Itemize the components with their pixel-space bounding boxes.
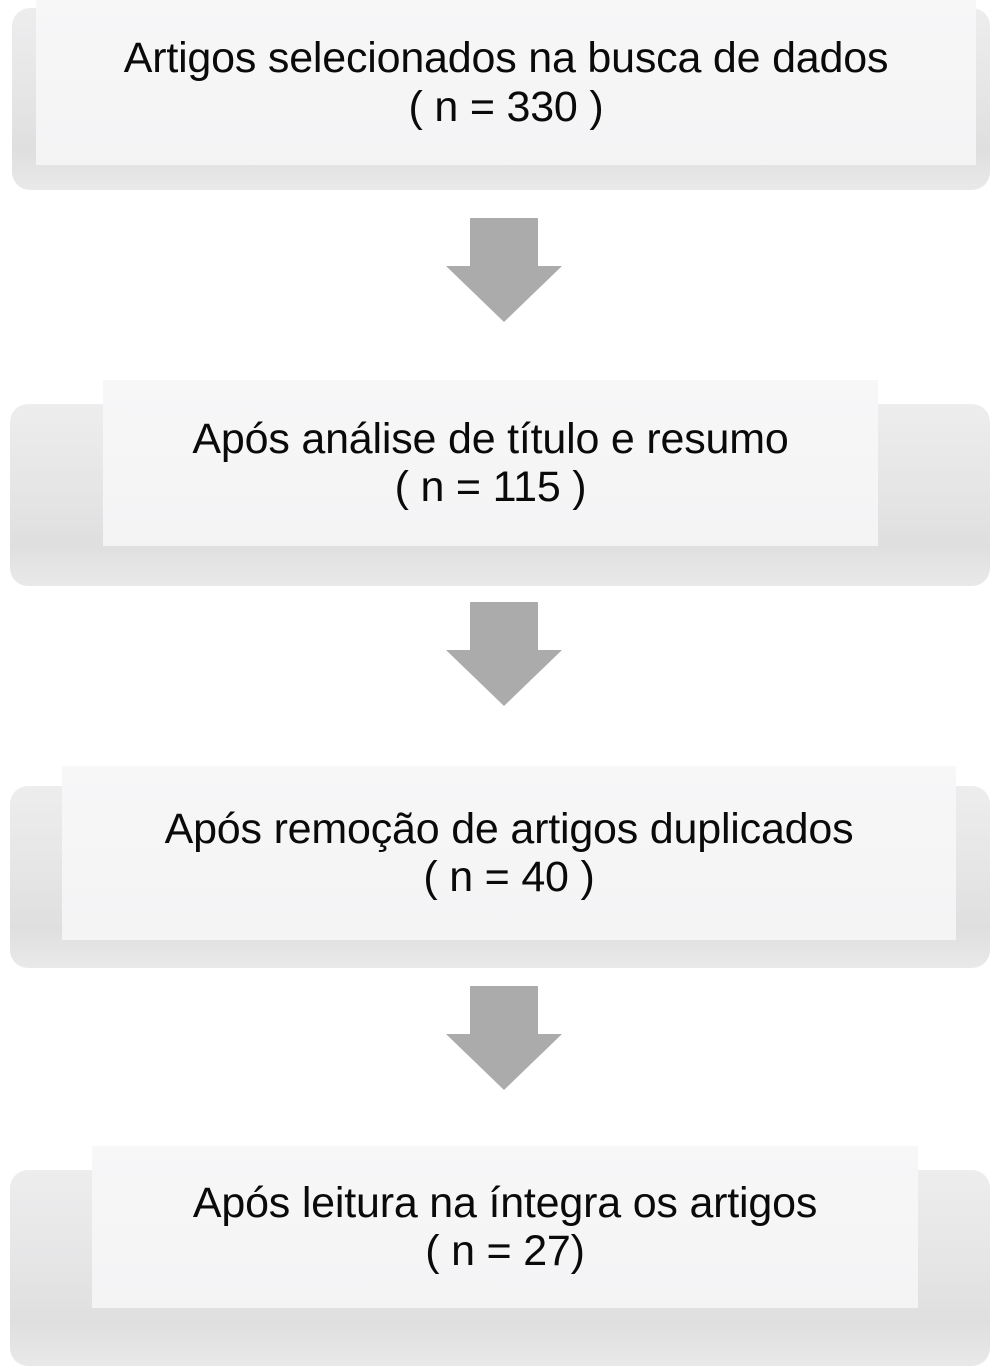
stage-4-panel: Após leitura na íntegra os artigos ( n =… — [92, 1146, 918, 1308]
arrow-down-icon-1 — [446, 218, 562, 322]
stage-3-label: Após remoção de artigos duplicados — [164, 804, 854, 853]
stage-4-count: ( n = 27) — [425, 1227, 585, 1275]
arrow-down-icon-2 — [446, 602, 562, 706]
flowchart-stage-1: Artigos selecionados na busca de dados (… — [0, 0, 1000, 190]
flowchart-stage-3: Após remoção de artigos duplicados ( n =… — [0, 766, 1000, 968]
stage-4-label: Após leitura na íntegra os artigos — [192, 1178, 818, 1227]
stage-1-panel: Artigos selecionados na busca de dados (… — [36, 0, 976, 165]
stage-2-count: ( n = 115 ) — [394, 463, 587, 511]
stage-3-panel: Após remoção de artigos duplicados ( n =… — [62, 766, 956, 940]
flowchart-stage-4: Após leitura na íntegra os artigos ( n =… — [0, 1146, 1000, 1366]
stage-1-label: Artigos selecionados na busca de dados — [123, 34, 889, 83]
stage-3-count: ( n = 40 ) — [423, 853, 595, 901]
arrow-down-icon-3 — [446, 986, 562, 1090]
stage-2-label: Após análise de título e resumo — [192, 414, 789, 463]
stage-2-panel: Após análise de título e resumo ( n = 11… — [103, 380, 878, 546]
flowchart-stage-2: Após análise de título e resumo ( n = 11… — [0, 380, 1000, 586]
stage-1-count: ( n = 330 ) — [408, 82, 604, 131]
